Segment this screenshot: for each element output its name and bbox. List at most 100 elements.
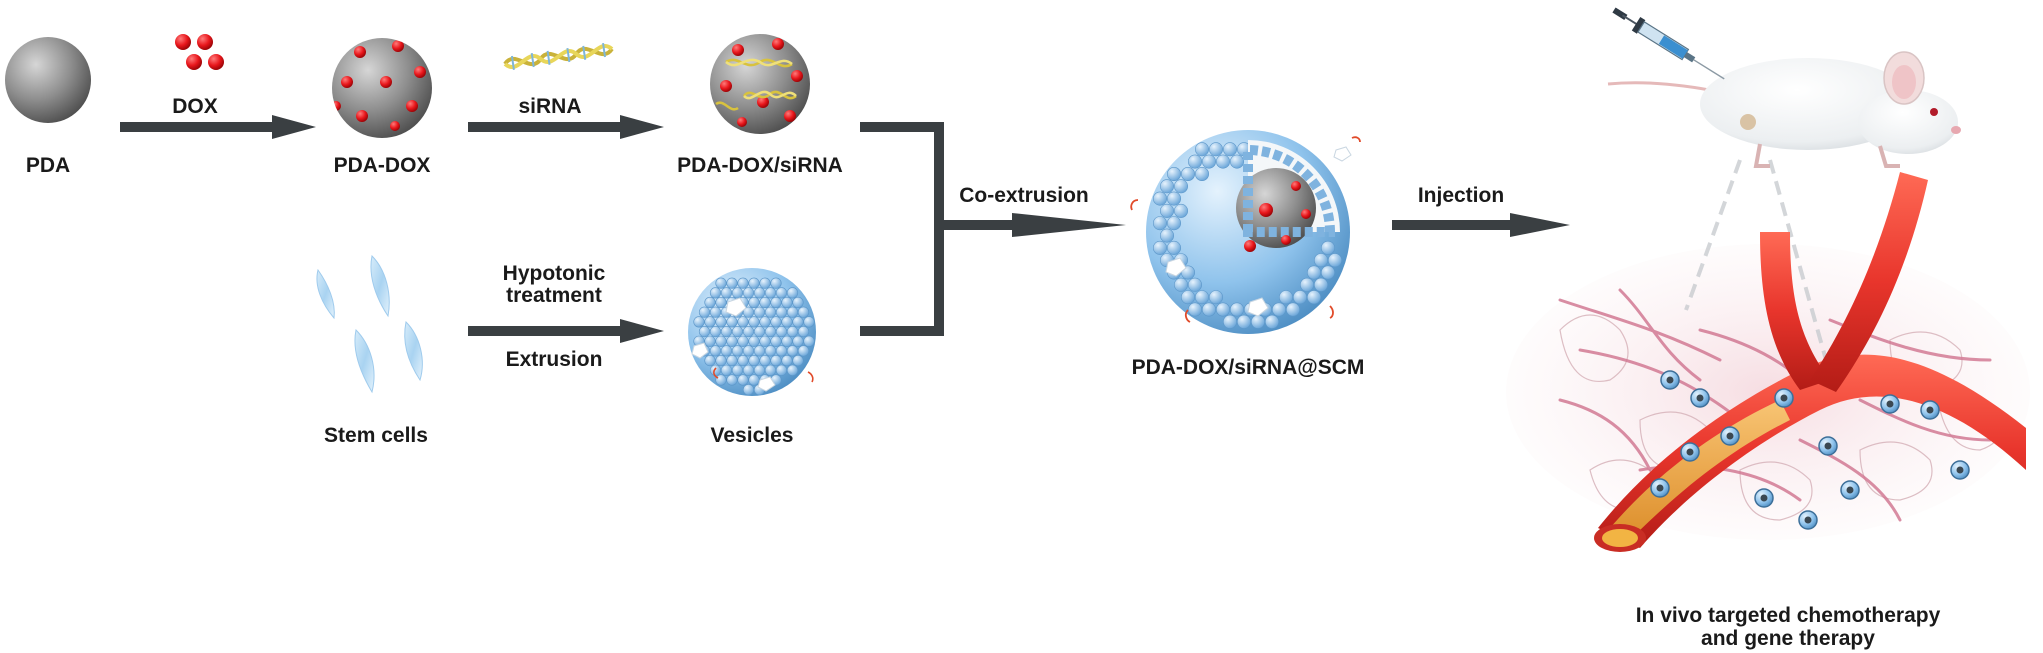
membrane-bead (726, 355, 738, 367)
label-outcome-line1: In vivo targeted chemotherapy (1635, 604, 1941, 627)
membrane-bead (759, 316, 771, 328)
membrane-bead (764, 287, 777, 299)
membrane-bead (1153, 191, 1168, 206)
membrane-bead (726, 316, 738, 328)
membrane-bead (742, 364, 755, 376)
membrane-bead (1293, 290, 1308, 305)
membrane-bead (792, 355, 804, 367)
membrane-bead (797, 306, 810, 318)
membrane-bead (748, 316, 760, 328)
membrane-bead (715, 335, 727, 347)
membrane-bead (759, 296, 771, 309)
membrane-bead (715, 355, 727, 367)
label-hypotonic-line2: treatment (506, 284, 602, 307)
membrane-bead (1216, 302, 1231, 317)
membrane-bead (715, 277, 727, 289)
label-sirna-step: siRNA (518, 95, 582, 118)
membrane-bead (1223, 314, 1238, 329)
membrane-bead (748, 374, 760, 386)
membrane-bead (797, 326, 810, 338)
membrane-bead (1321, 265, 1336, 280)
membrane-bead (759, 277, 771, 289)
tissue-nanoparticle-core (1886, 400, 1894, 408)
label-dox: DOX (172, 95, 218, 118)
membrane-bead (1174, 179, 1189, 194)
tissue-nanoparticle-core (1726, 432, 1734, 440)
dox-loaded-sphere-icon (332, 38, 432, 138)
membrane-bead (1328, 253, 1343, 268)
membrane-bead (748, 296, 760, 309)
label-pda: PDA (25, 154, 71, 177)
membrane-bead (731, 326, 744, 338)
membrane-bead (753, 345, 766, 357)
tissue-nanoparticle-core (1780, 394, 1788, 402)
sirna-loaded-sphere-icon (710, 34, 810, 134)
membrane-bead (731, 287, 744, 299)
gray-sphere-icon (5, 37, 91, 123)
membrane-bead (1160, 179, 1175, 194)
membrane-bead (726, 374, 738, 386)
stem-cells-icon (316, 254, 423, 394)
membrane-bead (726, 335, 738, 347)
membrane-bead (742, 287, 755, 299)
label-extrusion: Extrusion (505, 348, 603, 371)
membrane-bead (1265, 314, 1280, 329)
tissue-nanoparticle-core (1926, 406, 1934, 414)
membrane-bead (753, 287, 766, 299)
membrane-bead (720, 326, 733, 338)
membrane-bead (737, 374, 749, 386)
membrane-bead (1209, 290, 1224, 305)
tissue-nanoparticle-core (1846, 486, 1854, 494)
membrane-bead (720, 364, 733, 376)
membrane-bead (737, 316, 749, 328)
membrane-bead (1174, 203, 1189, 218)
membrane-bead (1153, 240, 1168, 255)
membrane-bead (1181, 167, 1196, 182)
membrane-bead (704, 335, 716, 347)
arrow-injection (1392, 213, 1570, 237)
tissue-nanoparticle-core (1686, 448, 1694, 456)
membrane-bead (1209, 142, 1224, 157)
membrane-bead (775, 287, 788, 299)
membrane-bead (1174, 277, 1189, 292)
membrane-bead (742, 384, 755, 396)
membrane-bead (1167, 240, 1182, 255)
membrane-bead (797, 345, 810, 357)
membrane-bead (1321, 240, 1336, 255)
membrane-bead (1181, 290, 1196, 305)
tissue-nanoparticle-core (1696, 394, 1704, 402)
sirna-helix-icon (503, 43, 614, 70)
membrane-bead (792, 335, 804, 347)
label-hypotonic-line1: Hypotonic (502, 262, 606, 285)
membrane-bead (786, 345, 799, 357)
membrane-bead (742, 345, 755, 357)
label-co-extrusion: Co-extrusion (959, 184, 1089, 207)
membrane-bead (1251, 314, 1266, 329)
arrow-stem-cells-to-vesicles (468, 319, 664, 343)
membrane-bead (786, 287, 799, 299)
membrane-bead (698, 326, 711, 338)
membrane-bead (770, 355, 782, 367)
tissue-nanoparticle-core (1666, 376, 1674, 384)
membrane-bead (1188, 277, 1203, 292)
membrane-bead (709, 345, 722, 357)
membrane-bead (1202, 154, 1217, 169)
membrane-bead (1160, 228, 1175, 243)
co-extrusion-bracket (860, 122, 1126, 336)
label-pda-dox: PDA-DOX (333, 154, 431, 177)
membrane-bead (764, 364, 777, 376)
membrane-bead (1237, 314, 1252, 329)
syringe-icon (1612, 7, 1725, 80)
membrane-bead (1153, 216, 1168, 231)
membrane-bead (709, 364, 722, 376)
membrane-bead (786, 364, 799, 376)
tissue-nanoparticle-core (1824, 442, 1832, 450)
membrane-bead (737, 355, 749, 367)
membrane-bead (781, 355, 793, 367)
label-outcome-line2: and gene therapy (1701, 627, 1875, 650)
membrane-bead (731, 364, 744, 376)
tissue-nanoparticle-core (1804, 516, 1812, 524)
tissue-nanoparticle-core (1760, 494, 1768, 502)
membrane-bead (748, 335, 760, 347)
red-dots-icon (175, 34, 224, 70)
